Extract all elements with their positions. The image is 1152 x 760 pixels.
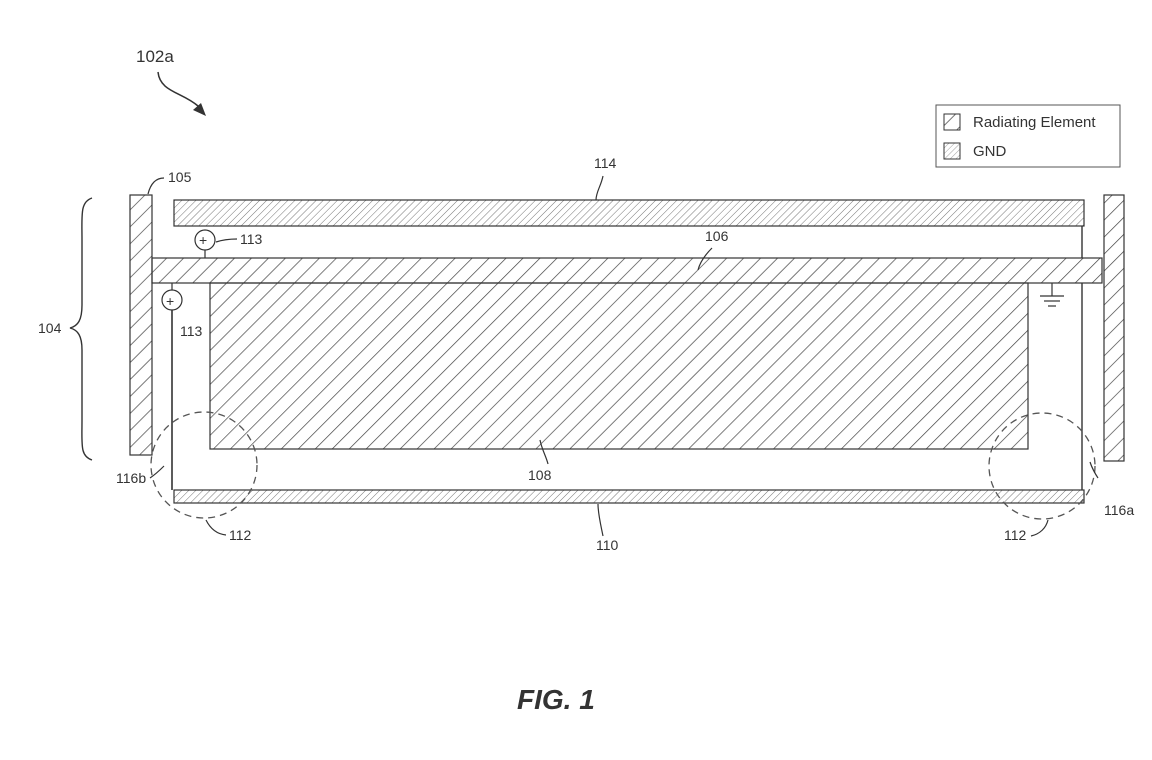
leader-114 xyxy=(595,175,604,201)
label-105: 105 xyxy=(168,169,192,185)
element-114 xyxy=(173,199,1085,227)
brace-104 xyxy=(69,197,93,461)
leader-112-left xyxy=(205,519,227,536)
legend-label-gnd: GND xyxy=(973,143,1007,160)
figure-caption: FIG. 1 xyxy=(517,684,595,715)
label-114: 114 xyxy=(594,155,617,171)
label-106: 106 xyxy=(705,228,729,244)
reference-arrow xyxy=(157,71,199,107)
legend-swatch-radiating xyxy=(943,113,961,131)
leader-116b xyxy=(149,465,165,479)
legend: Radiating Element GND xyxy=(935,104,1121,168)
region-112-right xyxy=(988,412,1096,520)
leader-106 xyxy=(697,247,713,271)
legend-label-radiating: Radiating Element xyxy=(973,114,1096,131)
element-106 xyxy=(151,257,1103,284)
element-110 xyxy=(173,489,1085,504)
ground-symbol xyxy=(1040,283,1064,307)
feed-113-top-plus: + xyxy=(199,232,207,248)
leader-108 xyxy=(539,439,549,465)
element-right-vertical xyxy=(1103,194,1125,462)
element-108 xyxy=(209,282,1029,450)
label-116b: 116b xyxy=(116,470,146,486)
feed-113-left-plus: + xyxy=(166,293,174,309)
label-113-left: 113 xyxy=(180,323,203,339)
label-112-left: 112 xyxy=(229,527,252,543)
leader-113-top xyxy=(215,238,238,243)
label-113-top: 113 xyxy=(240,231,263,247)
region-112-left xyxy=(150,411,258,519)
reference-arrowhead xyxy=(193,103,206,116)
element-105 xyxy=(129,194,153,456)
label-112-right: 112 xyxy=(1004,527,1027,543)
label-104: 104 xyxy=(38,320,62,336)
leader-116a xyxy=(1089,461,1099,479)
label-108: 108 xyxy=(528,467,552,483)
leader-112-right xyxy=(1030,519,1049,537)
legend-swatch-gnd xyxy=(943,142,961,160)
leader-110 xyxy=(597,503,604,537)
reference-label-102a: 102a xyxy=(136,47,174,66)
label-110: 110 xyxy=(596,537,619,553)
leader-105 xyxy=(147,177,165,195)
legend-box xyxy=(935,104,1121,168)
label-116a: 116a xyxy=(1104,502,1134,518)
